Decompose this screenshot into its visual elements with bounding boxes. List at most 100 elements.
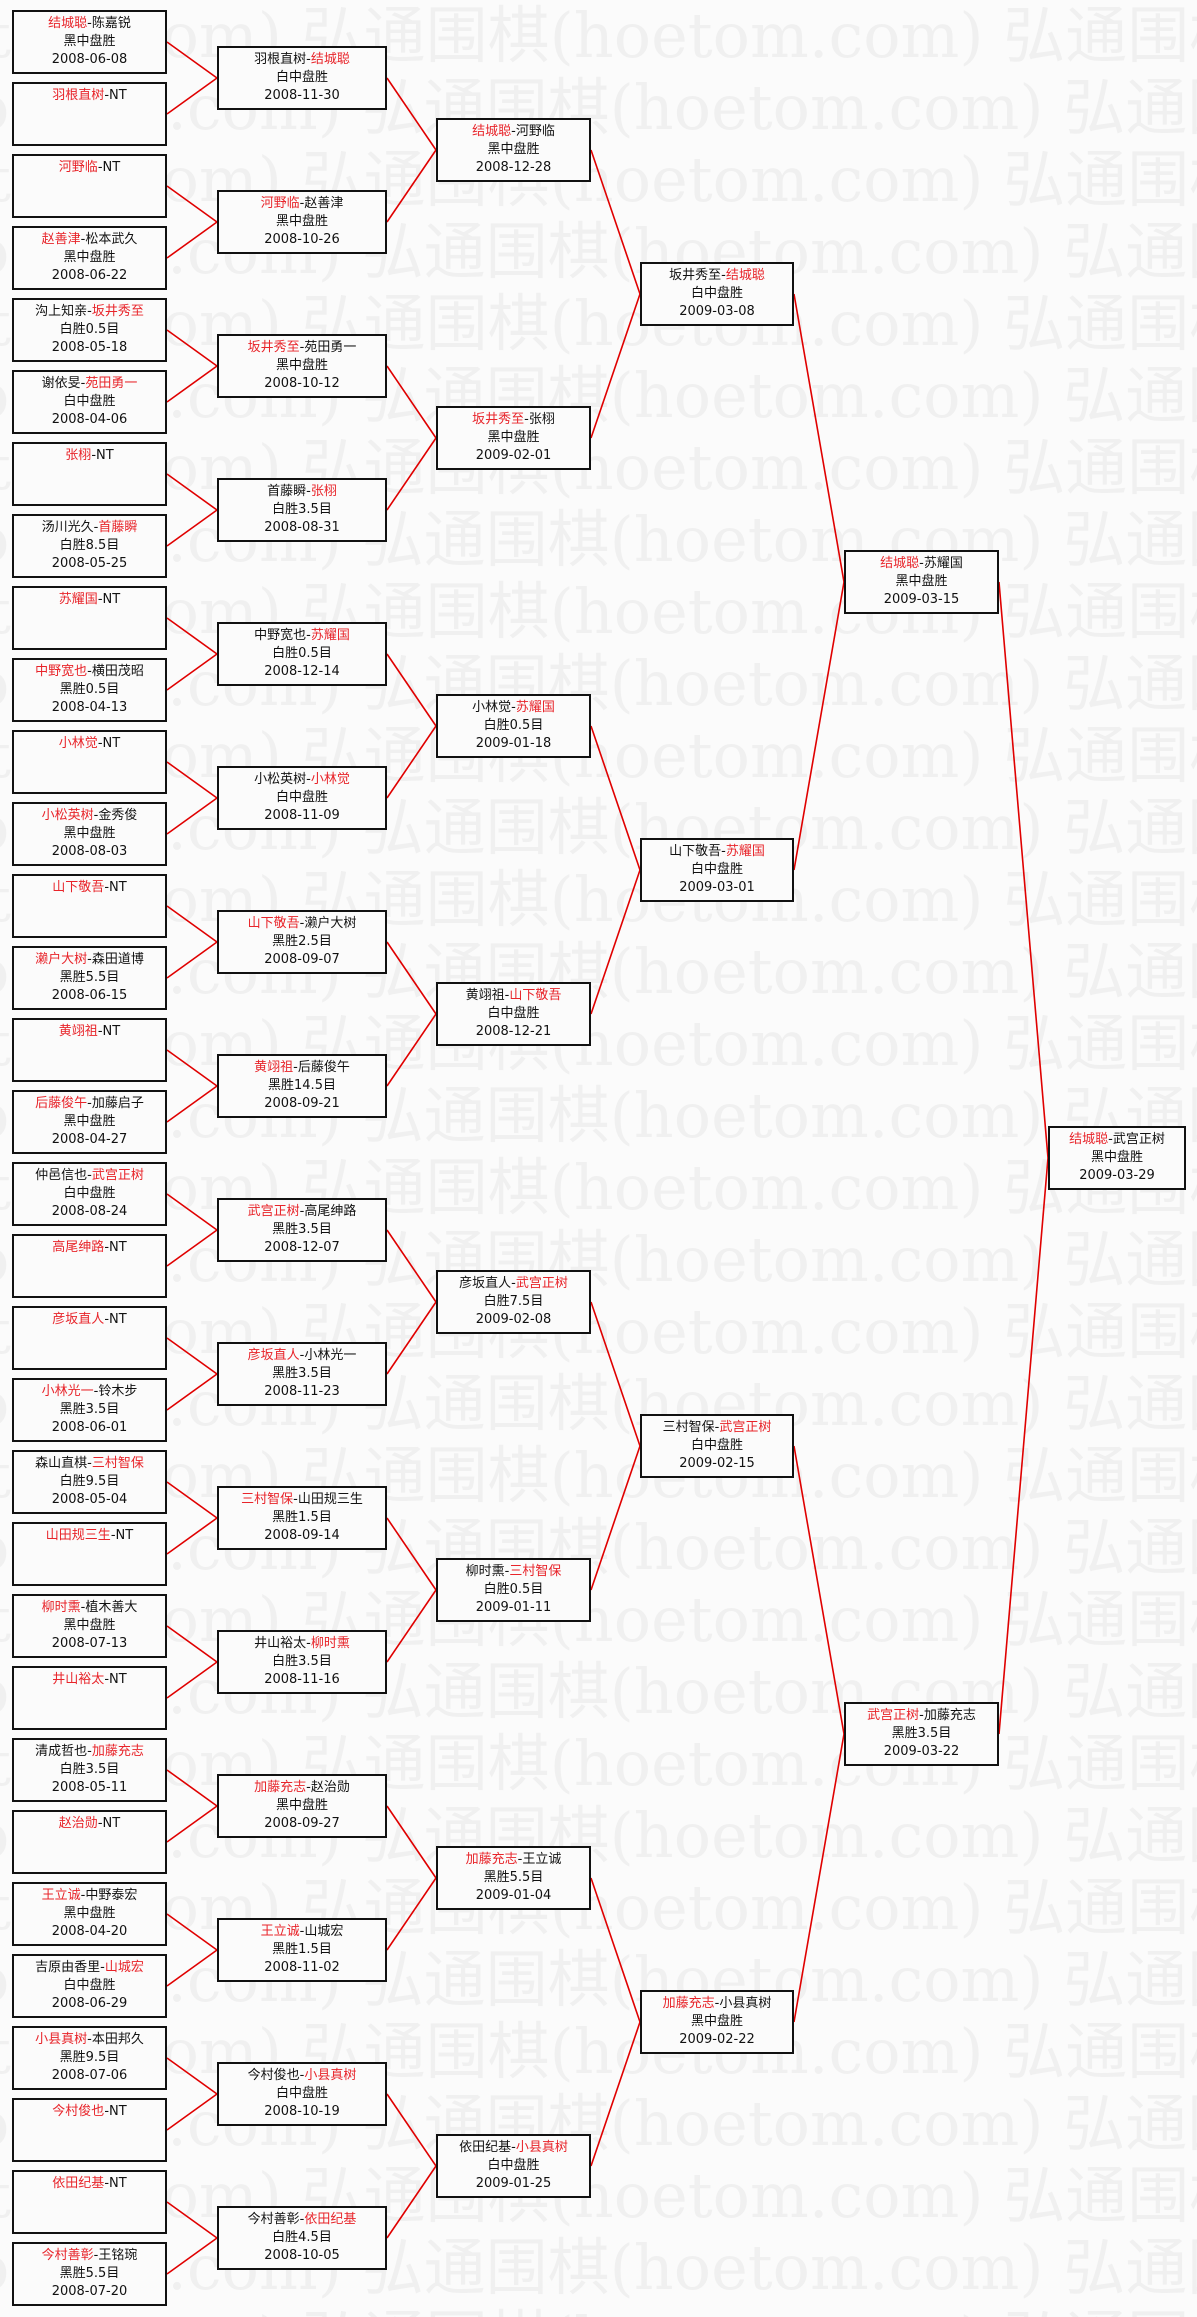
match-players: 清成哲也-加藤充志 <box>14 1743 165 1761</box>
connector-line <box>793 293 845 583</box>
no-opponent-label: NT <box>96 448 114 463</box>
match-date: 2009-01-04 <box>475 1888 552 1903</box>
match-date: 2008-06-08 <box>51 52 128 67</box>
match-players: 高尾绅路-NT <box>14 1239 165 1257</box>
connector-line <box>166 185 218 223</box>
match-players: 小松英树-小林觉 <box>219 771 385 789</box>
match-result: 白中盘胜 <box>690 862 743 877</box>
connector-line <box>166 1625 218 1663</box>
match-players: 黄翊祖-山下敬吾 <box>438 987 589 1005</box>
connector-line <box>998 1157 1049 1735</box>
match-box: 苏耀国-NT <box>12 586 167 650</box>
connector-line <box>166 905 218 943</box>
connector-line <box>166 1085 218 1123</box>
player-2-name: 本田邦久 <box>91 2032 144 2047</box>
match-players: 今村俊也-NT <box>14 2103 165 2121</box>
match-result: 白胜0.5目 <box>483 1582 544 1597</box>
player-2-name: 小县真树 <box>304 2068 357 2083</box>
player-1-name: 柳时熏 <box>465 1564 505 1579</box>
match-result: 白中盘胜 <box>275 790 328 805</box>
match-players: 仲邑信也-武宫正树 <box>14 1167 165 1185</box>
match-box: 赵善津-松本武久黑中盘胜 2008-06-22 <box>12 226 167 290</box>
match-players: 谢依旻-苑田勇一 <box>14 375 165 393</box>
player-1-name: 山下敬吾 <box>52 880 105 895</box>
player-1-name: 小林光一 <box>41 1384 94 1399</box>
player-2-name: 植木善大 <box>85 1600 138 1615</box>
match-result: 黑胜3.5目 <box>272 1366 332 1381</box>
separator: - <box>80 1600 86 1615</box>
player-2-name: 河野临 <box>515 124 555 139</box>
separator: - <box>87 1168 92 1183</box>
connector-line <box>386 77 437 151</box>
connector-line <box>166 2201 218 2239</box>
match-date: 2008-06-22 <box>51 268 128 283</box>
match-result: 黑胜9.5目 <box>59 2050 120 2065</box>
player-1-name: 武宫正树 <box>867 1708 920 1723</box>
player-1-name: 清成哲也 <box>35 1744 88 1759</box>
player-1-name: 柳时熏 <box>41 1600 81 1615</box>
player-1-name: 加藤充志 <box>662 1996 715 2011</box>
match-result: 黑中盘胜 <box>63 250 116 265</box>
player-2-name: 横田茂昭 <box>91 664 144 679</box>
player-2-name: 中野泰宏 <box>85 1888 138 1903</box>
player-2-name: 加藤启子 <box>91 1096 144 1111</box>
match-box: 彦坂直人-NT <box>12 1306 167 1370</box>
separator: - <box>511 2140 516 2155</box>
connector-line <box>166 1949 218 1987</box>
match-date: 2008-08-24 <box>51 1204 128 1219</box>
match-players: 赵善津-松本武久 <box>14 231 165 249</box>
player-1-name: 王立诚 <box>41 1888 81 1903</box>
separator: - <box>299 1204 305 1219</box>
match-players: 山下敬吾-濑户大树 <box>219 915 385 933</box>
connector-line <box>166 1373 218 1411</box>
match-date: 2008-04-13 <box>51 700 128 715</box>
connector-line <box>166 653 218 691</box>
match-players: 加藤充志-王立诚 <box>438 1851 589 1869</box>
match-players: 结城聪-陈嘉锐 <box>14 15 165 33</box>
connector-line <box>386 1229 437 1303</box>
player-1-name: 坂井秀至 <box>669 268 722 283</box>
connector-line <box>590 725 641 871</box>
connector-line <box>166 1769 218 1807</box>
player-1-name: 坂井秀至 <box>472 412 525 427</box>
match-box: 依田纪基-NT <box>12 2170 167 2234</box>
match-players: 井山裕太-柳时熏 <box>219 1635 385 1653</box>
match-players: 加藤充志-小县真树 <box>642 1995 792 2013</box>
match-date: 2008-11-16 <box>264 1672 340 1687</box>
separator: - <box>97 736 103 751</box>
no-opponent-label: NT <box>102 736 121 751</box>
player-1-name: 小县真树 <box>35 2032 88 2047</box>
connector-line <box>166 941 218 979</box>
player-2-name: 王立诚 <box>522 1852 562 1867</box>
player-2-name: 赵善津 <box>304 196 344 211</box>
match-players: 濑户大树-森田道博 <box>14 951 165 969</box>
separator: - <box>87 1744 92 1759</box>
player-1-name: 三村智保 <box>662 1420 715 1435</box>
separator: - <box>511 124 516 139</box>
match-date: 2008-09-07 <box>264 952 340 967</box>
match-result: 白中盘胜 <box>275 70 328 85</box>
match-result: 白中盘胜 <box>487 2158 540 2173</box>
player-1-name: 中野宽也 <box>254 628 307 643</box>
player-1-name: 今村善彰 <box>41 2248 94 2263</box>
separator: - <box>306 52 311 67</box>
player-1-name: 黄翊祖 <box>254 1060 294 1075</box>
player-1-name: 三村智保 <box>241 1492 294 1507</box>
match-date: 2008-05-04 <box>51 1492 128 1507</box>
player-1-name: 沟上知亲 <box>35 304 88 319</box>
connector-line <box>590 869 641 1015</box>
